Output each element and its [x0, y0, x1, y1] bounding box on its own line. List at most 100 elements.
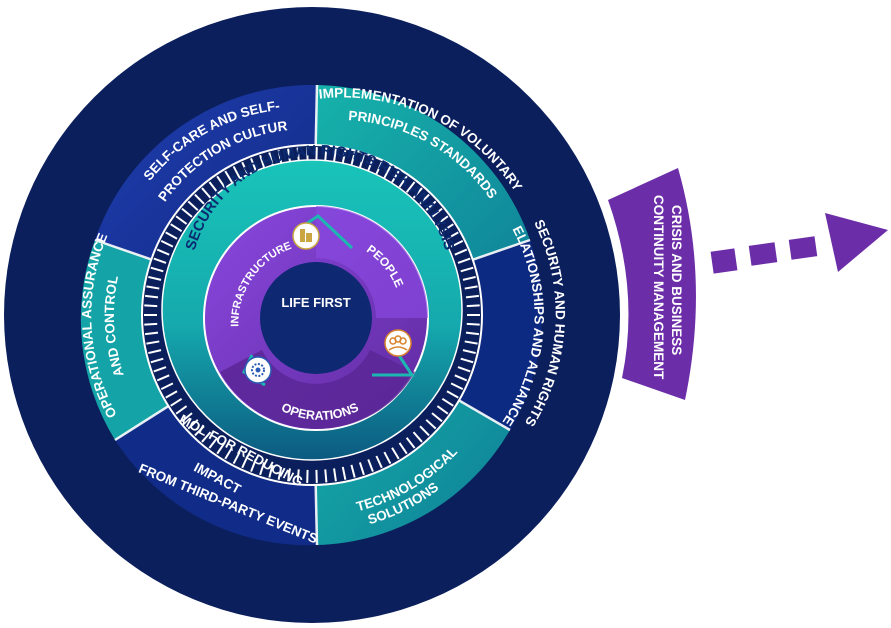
tick-mark	[367, 459, 374, 472]
tick-mark	[454, 248, 468, 256]
tick-mark	[405, 437, 416, 449]
tick-mark	[187, 200, 199, 211]
people-icon	[384, 329, 412, 357]
tick-mark	[405, 181, 416, 193]
tick-mark	[412, 187, 423, 199]
tick-mark	[333, 148, 337, 162]
tick-mark	[465, 331, 480, 336]
tick-mark	[457, 366, 471, 373]
tick-mark	[146, 340, 160, 345]
tick-mark	[268, 152, 274, 166]
tick-mark	[425, 200, 437, 211]
tick-mark	[460, 266, 474, 273]
tick-mark	[446, 390, 459, 399]
tick-mark	[465, 294, 480, 299]
tick-mark	[350, 464, 356, 478]
crisis-management-callout	[608, 168, 888, 400]
tick-mark	[181, 207, 193, 218]
tick-mark	[150, 266, 164, 273]
tick-mark	[148, 275, 162, 281]
tick-mark	[375, 455, 383, 469]
tick-mark	[241, 161, 249, 175]
tick-mark	[341, 466, 347, 480]
tick-mark	[259, 154, 266, 168]
tick-mark	[464, 340, 478, 345]
tick-mark	[160, 382, 174, 391]
tick-mark	[462, 349, 476, 355]
tick-mark	[250, 459, 257, 472]
tick-mark	[333, 468, 337, 482]
tick-mark	[457, 257, 471, 264]
tick-mark	[460, 357, 474, 364]
tick-mark	[165, 231, 178, 240]
tick-mark	[144, 294, 159, 299]
tick-mark	[232, 165, 241, 179]
tick-mark	[170, 397, 183, 407]
tick-mark	[201, 187, 212, 199]
tick-mark	[241, 455, 249, 469]
tick-mark	[216, 175, 226, 188]
people-segment	[316, 206, 428, 318]
tick-mark	[462, 275, 476, 281]
tick-mark	[170, 223, 183, 233]
tick-mark	[441, 223, 454, 233]
tick-mark	[441, 397, 454, 407]
tick-mark	[232, 451, 241, 465]
tick-mark	[450, 239, 464, 248]
tick-mark	[383, 451, 392, 465]
tick-mark	[153, 366, 167, 373]
tick-mark	[454, 374, 468, 382]
tick-mark	[277, 466, 283, 480]
tick-mark	[150, 357, 164, 364]
life-first-label: LIFE FIRST	[281, 295, 350, 310]
life-first-core	[260, 262, 372, 374]
tick-mark	[367, 158, 374, 171]
tick-mark	[259, 462, 266, 476]
tick-marks	[144, 147, 480, 483]
tick-mark	[358, 462, 365, 476]
tick-mark	[398, 175, 408, 188]
tick-mark	[375, 161, 383, 175]
tick-mark	[464, 285, 478, 290]
tick-mark	[156, 248, 170, 256]
tick-mark	[216, 442, 226, 455]
crisis-label-2: CONTINUITY MANAGEMENT	[651, 195, 666, 380]
tick-mark	[144, 322, 158, 326]
tick-mark	[419, 193, 430, 205]
tick-mark	[398, 442, 408, 455]
tick-mark	[391, 447, 400, 460]
tick-mark	[296, 147, 300, 161]
tick-mark	[383, 165, 392, 179]
tick-mark	[175, 215, 188, 225]
tick-mark	[296, 469, 300, 483]
tick-mark	[324, 147, 328, 161]
tick-mark	[146, 285, 160, 290]
tick-mark	[160, 239, 174, 248]
tick-mark	[450, 382, 464, 391]
tick-mark	[446, 231, 459, 240]
tick-mark	[181, 412, 193, 423]
tick-mark	[175, 405, 188, 415]
tick-mark	[466, 322, 480, 326]
tick-mark	[224, 447, 233, 460]
tick-mark	[187, 419, 199, 430]
tick-mark	[224, 170, 233, 183]
tick-mark	[391, 170, 400, 183]
tick-mark	[153, 257, 167, 264]
tick-mark	[350, 152, 356, 166]
tick-mark	[431, 412, 443, 423]
tick-mark	[419, 425, 430, 437]
tick-mark	[287, 468, 291, 482]
tick-mark	[324, 469, 328, 483]
tick-mark	[144, 331, 159, 336]
building-icon	[292, 222, 320, 250]
tick-mark	[208, 437, 219, 449]
tick-mark	[194, 193, 205, 205]
tick-mark	[436, 215, 449, 225]
tick-mark	[144, 304, 158, 308]
tick-mark	[466, 304, 480, 308]
tick-mark	[250, 158, 257, 171]
tick-mark	[208, 181, 219, 193]
tick-mark	[431, 207, 443, 218]
